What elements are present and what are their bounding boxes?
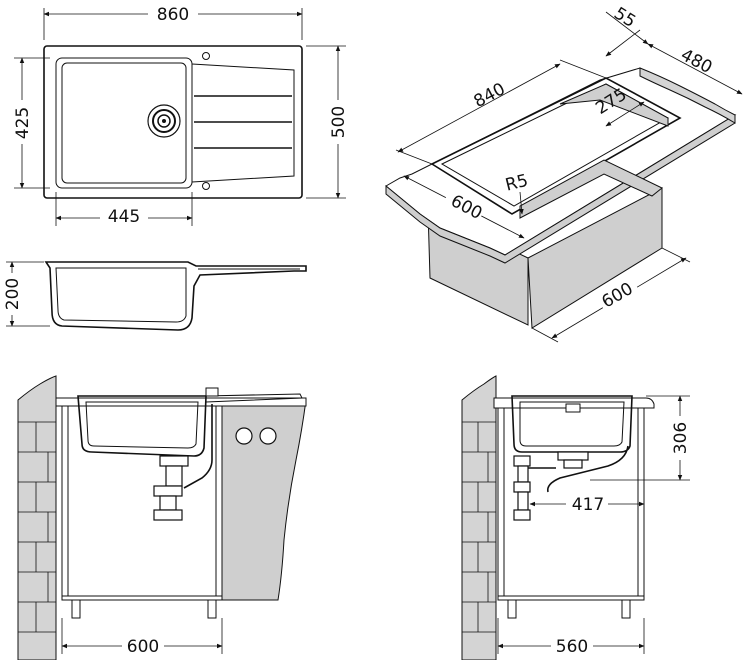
dim-bowl-height-label: 425 bbox=[13, 107, 33, 139]
dim-width-label: 860 bbox=[157, 5, 189, 25]
dim-drain-offset-label: 417 bbox=[572, 495, 604, 515]
sink-outline bbox=[43, 45, 303, 199]
dim-width-iso-label: 480 bbox=[677, 45, 715, 78]
cabinet-leg bbox=[207, 599, 217, 619]
side-installation-view: 306 417 560 bbox=[461, 375, 691, 661]
overflow-pipe-side bbox=[546, 445, 629, 493]
side-profile-view: 200 bbox=[3, 261, 307, 331]
bowl-outer bbox=[55, 57, 193, 189]
sink-bowl-side bbox=[511, 395, 633, 453]
siphon-trap-icon bbox=[153, 455, 189, 521]
brick-wall bbox=[17, 375, 57, 661]
faucet-icon bbox=[205, 387, 219, 397]
dim-border-label: 55 bbox=[610, 4, 639, 32]
cabinet-leg bbox=[621, 599, 631, 619]
tap-hole-icon bbox=[202, 52, 210, 60]
dim-height-label: 500 bbox=[329, 106, 349, 138]
isometric-view: 840 55 480 275 R5 600 600 bbox=[385, 4, 743, 343]
sink-bowl-front bbox=[77, 395, 207, 457]
siphon-trap-side-icon bbox=[513, 455, 531, 521]
drain-outlet-icon bbox=[557, 451, 589, 469]
front-installation-view: 600 bbox=[17, 375, 307, 661]
bowl-profile-inner bbox=[55, 267, 187, 323]
drain-strainer-icon bbox=[147, 104, 181, 138]
sink-profile bbox=[44, 261, 307, 331]
overflow-hole-icon bbox=[202, 182, 210, 190]
dim-height-side-label: 306 bbox=[671, 422, 691, 454]
dim-front-cabinet-label: 600 bbox=[127, 637, 159, 657]
cabinet-leg bbox=[507, 599, 517, 619]
overflow-pipe bbox=[183, 404, 213, 489]
drainboard-outline bbox=[191, 63, 295, 183]
top-view: 860 425 500 445 bbox=[13, 4, 349, 227]
back-wall bbox=[219, 399, 307, 601]
dim-depth-label: 200 bbox=[3, 278, 23, 310]
countertop-side bbox=[493, 397, 655, 409]
dim-bowl-width-label: 445 bbox=[108, 207, 140, 227]
bowl-inner bbox=[61, 62, 187, 184]
brick-wall-side bbox=[461, 375, 497, 661]
outlet-icon bbox=[235, 427, 253, 445]
cabinet-leg bbox=[71, 599, 81, 619]
dim-side-cabinet-label: 560 bbox=[556, 637, 588, 657]
outlet-icon bbox=[259, 427, 277, 445]
dim-length-label: 840 bbox=[471, 79, 509, 112]
